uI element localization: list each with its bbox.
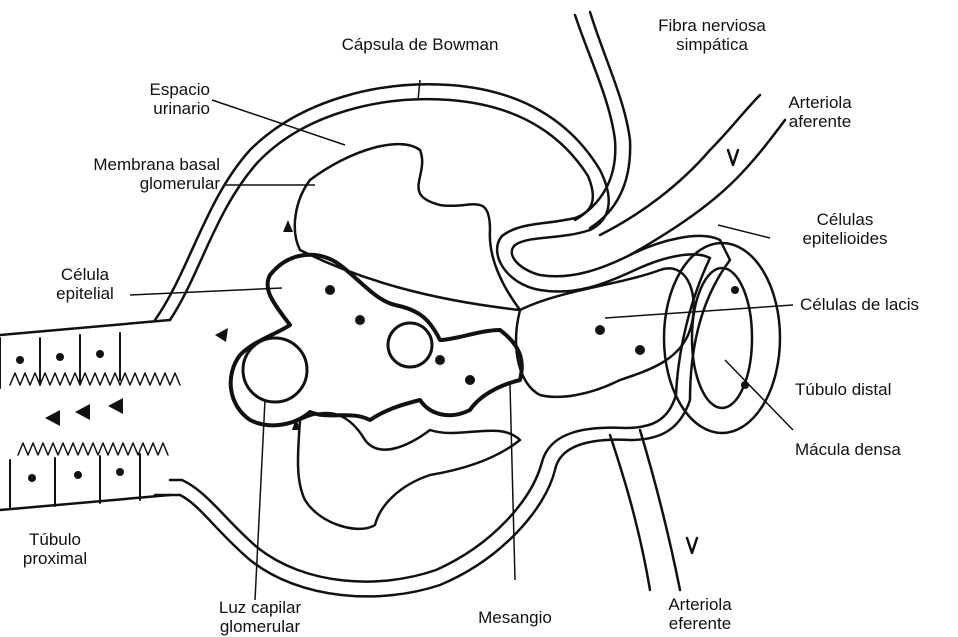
juxtaglomerular-region — [516, 268, 694, 396]
label-celulas-epitelioides: Células epitelioides — [785, 210, 905, 248]
label-mesangio: Mesangio — [465, 608, 565, 627]
label-arteriola-aferente: Arteriola aferente — [760, 93, 880, 131]
proximal-tubule-wall-top — [0, 320, 170, 335]
label-tubulo-distal: Túbulo distal — [795, 380, 925, 399]
efferent-arteriole — [610, 435, 650, 590]
label-fibra-nerviosa: Fibra nerviosa simpática — [632, 16, 792, 54]
label-luz-capilar: Luz capilar glomerular — [195, 598, 325, 636]
label-tubulo-proximal: Túbulo proximal — [5, 530, 105, 568]
label-macula-densa: Mácula densa — [795, 440, 935, 459]
label-capsula-bowman: Cápsula de Bowman — [315, 35, 525, 54]
afferent-arteriole — [600, 95, 760, 235]
label-espacio-urinario: Espacio urinario — [90, 80, 210, 118]
label-arteriola-eferente: Arteriola eferente — [640, 595, 760, 633]
sympathetic-nerve — [575, 15, 615, 220]
label-celulas-lacis: Células de lacis — [800, 295, 958, 314]
label-membrana-basal: Membrana basal glomerular — [30, 155, 220, 193]
capillary-loop-lower — [298, 413, 520, 529]
glomerular-basement-membrane — [295, 144, 520, 310]
proximal-tubule-brush-top — [10, 373, 180, 385]
proximal-tubule-wall-bottom — [0, 495, 170, 510]
label-celula-epitelial: Célula epitelial — [30, 265, 140, 303]
proximal-tubule-brush-bottom — [18, 443, 168, 455]
